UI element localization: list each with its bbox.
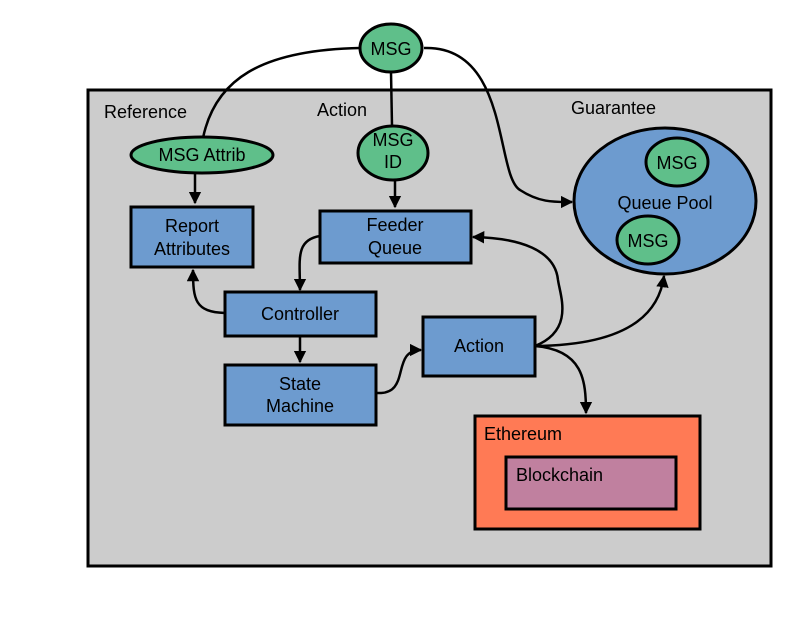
msg-attrib-label: MSG Attrib: [158, 145, 245, 165]
action-box: [421, 315, 537, 378]
feeder-queue-box: [318, 209, 473, 265]
report-attributes-label-line1: Report: [165, 216, 219, 236]
edge-state-machine-to-action: [376, 343, 423, 395]
edge-action-to-feeder-queue: [471, 230, 564, 348]
msg-node-top: [358, 22, 424, 74]
edge-action-to-queue-pool: [534, 274, 669, 348]
edge-msg-to-msg-attrib: [201, 46, 361, 139]
controller-box: [223, 290, 378, 338]
blockchain-box: [504, 455, 678, 511]
feeder-queue-label-line2: Queue: [368, 238, 422, 258]
report-attributes-box: [129, 205, 255, 269]
queue-pool-msg-node-2: [615, 214, 681, 266]
blockchain-label: Blockchain: [516, 465, 603, 485]
edge-controller-to-report-attributes: [186, 268, 226, 315]
queue-pool-label: Queue Pool: [617, 193, 712, 213]
section-label-guarantee: Guarantee: [571, 98, 656, 118]
section-label-action: Action: [317, 100, 367, 120]
edge-feeder-queue-to-controller: [293, 234, 321, 292]
report-attributes-label-line2: Attributes: [154, 239, 230, 259]
edge-msg-to-queue-pool: [423, 46, 574, 209]
msg-id-label-line2: ID: [384, 152, 402, 172]
queue-pool-msg-label-2: MSG: [627, 231, 668, 251]
msg-node-top-label: MSG: [370, 39, 411, 59]
queue-pool-msg-node-1: [644, 136, 710, 188]
controller-label: Controller: [261, 304, 339, 324]
queue-pool-msg-label-1: MSG: [656, 153, 697, 173]
msg-id-node: [356, 124, 430, 182]
edge-action-to-ethereum: [534, 344, 593, 415]
state-machine-box: [223, 363, 378, 427]
state-machine-label-line2: Machine: [266, 396, 334, 416]
ethereum-label: Ethereum: [484, 424, 562, 444]
state-machine-label-line1: State: [279, 374, 321, 394]
msg-attrib-node: [129, 135, 275, 175]
edge-msg-to-msg-id: [389, 71, 394, 127]
msg-id-label-line1: MSG: [372, 130, 413, 150]
section-label-reference: Reference: [104, 102, 187, 122]
action-label: Action: [454, 336, 504, 356]
feeder-queue-label-line1: Feeder: [366, 215, 423, 235]
